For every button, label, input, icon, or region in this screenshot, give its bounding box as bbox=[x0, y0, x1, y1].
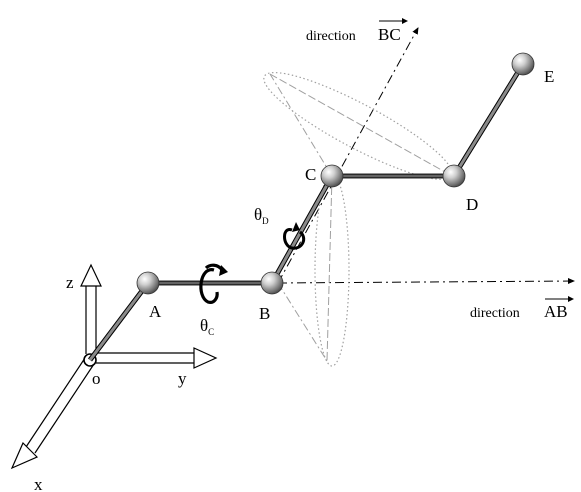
label-a: A bbox=[149, 302, 162, 321]
direction-bc-line bbox=[277, 27, 419, 284]
y-axis-arrow bbox=[96, 347, 218, 369]
arm-links bbox=[88, 62, 526, 362]
labels: A B C D E o z y x θC θD direction AB dir… bbox=[34, 18, 574, 492]
label-origin: o bbox=[92, 369, 101, 388]
label-direction-ab-prefix: direction bbox=[470, 306, 520, 321]
label-z-axis: z bbox=[66, 273, 74, 292]
label-direction-bc-vector: BC bbox=[378, 25, 401, 44]
rotation-arrow-theta-d-icon bbox=[283, 222, 306, 250]
label-d: D bbox=[466, 195, 478, 214]
joint-c bbox=[320, 164, 344, 188]
joint-b bbox=[260, 271, 284, 295]
vector-arrow-bc-icon bbox=[379, 18, 408, 24]
label-direction-ab-vector: AB bbox=[544, 302, 568, 321]
rotation-arrow-theta-c-icon bbox=[199, 263, 228, 304]
label-c: C bbox=[305, 165, 316, 184]
rotation-cone-c bbox=[277, 173, 350, 367]
joint-a bbox=[136, 271, 160, 295]
label-direction-bc-prefix: direction bbox=[306, 29, 356, 44]
label-x-axis: x bbox=[34, 475, 43, 492]
z-axis-arrow bbox=[80, 263, 102, 354]
label-b: B bbox=[259, 304, 270, 323]
label-y-axis: y bbox=[178, 369, 187, 388]
x-axis-arrow bbox=[10, 357, 95, 470]
label-e: E bbox=[544, 67, 554, 86]
direction-ab-line bbox=[277, 278, 575, 285]
joint-d bbox=[442, 164, 466, 188]
joint-e bbox=[511, 52, 535, 76]
vector-arrow-ab-icon bbox=[545, 296, 574, 302]
label-theta-c: θC bbox=[200, 316, 214, 337]
label-theta-d: θD bbox=[254, 205, 269, 226]
coordinate-frame bbox=[10, 263, 218, 470]
